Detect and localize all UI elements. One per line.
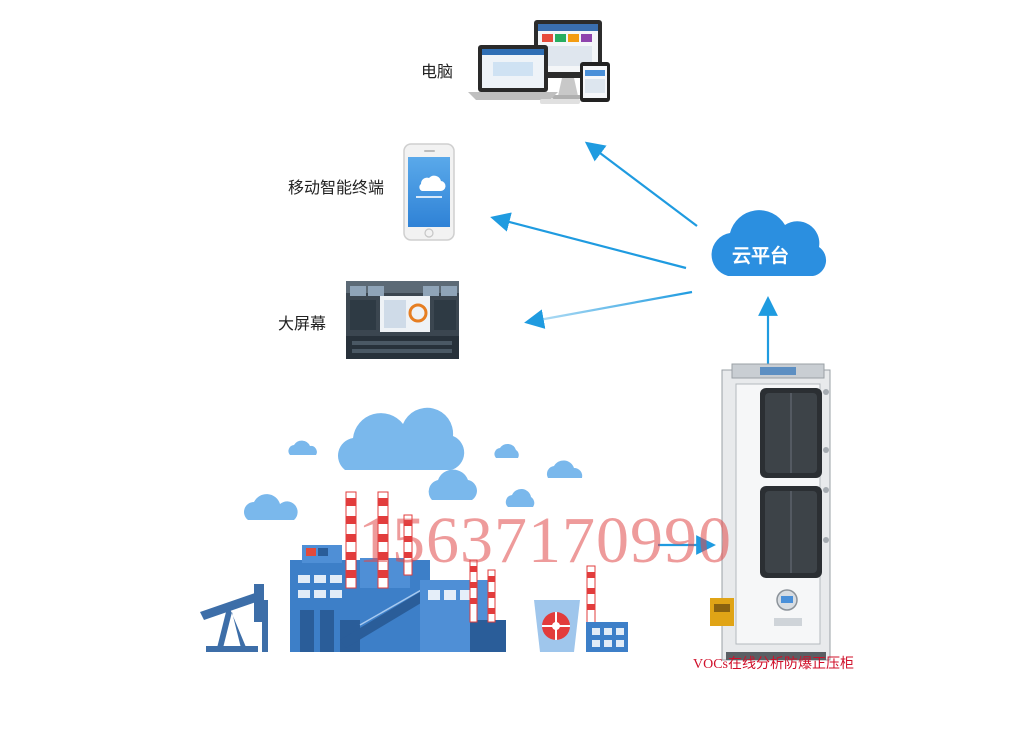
arrow-cloud-to-mobile (490, 212, 687, 270)
cabinet-caption: VOCs在线分析防爆正压柜 (693, 656, 854, 672)
cloud-platform-icon (711, 210, 827, 276)
watermark-text: 15637170990 (358, 504, 732, 577)
cloud-platform-label: 云平台 (732, 244, 789, 267)
big-screen-icon (346, 281, 459, 359)
arrow-cloud-to-computer (584, 141, 698, 227)
computer-device-icon (468, 20, 610, 104)
big-screen-label: 大屏幕 (278, 314, 326, 333)
mobile-phone-icon (403, 143, 455, 241)
mobile-label: 移动智能终端 (288, 178, 384, 197)
computer-label: 电脑 (421, 62, 453, 81)
analyzer-cabinet (710, 363, 831, 661)
factory-illustration (200, 407, 628, 652)
arrow-cloud-to-big-screen (524, 290, 693, 329)
